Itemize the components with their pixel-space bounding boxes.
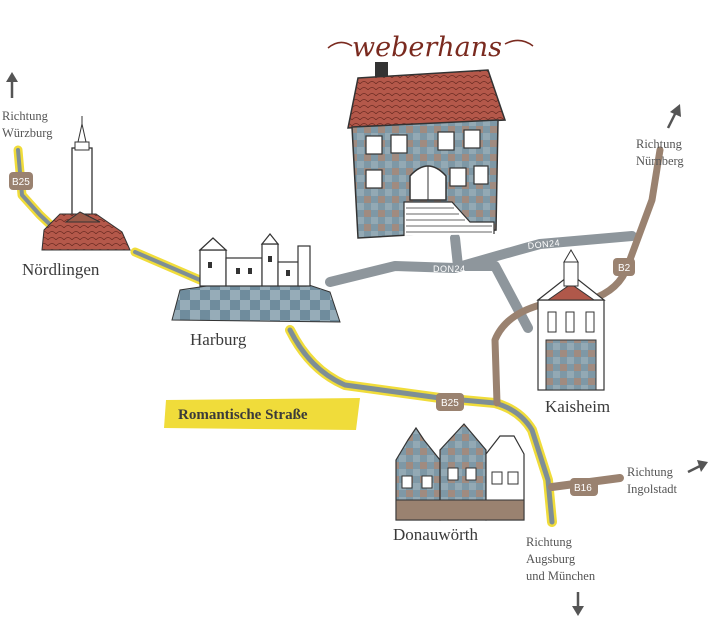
svg-text:Augsburg: Augsburg: [526, 552, 576, 566]
direction-wuerzburg: Richtung Würzburg: [2, 109, 53, 140]
shield-b16: B16: [570, 478, 598, 496]
svg-text:und München: und München: [526, 569, 596, 583]
town-label-noerdlingen: Nördlingen: [22, 260, 100, 279]
direction-augsburg-muenchen: Richtung Augsburg und München: [526, 535, 596, 583]
svg-text:Ingolstadt: Ingolstadt: [627, 482, 678, 496]
shield-b2: B2: [613, 258, 635, 276]
noerdlingen-illustration: [41, 116, 131, 251]
shield-b25-mid: B25: [436, 393, 464, 411]
svg-text:B16: B16: [574, 483, 592, 494]
town-label-kaisheim: Kaisheim: [545, 397, 610, 416]
brand-logo: weberhans: [327, 32, 534, 63]
svg-text:weberhans: weberhans: [352, 32, 502, 63]
donauwoerth-illustration: [395, 423, 525, 521]
direction-ingolstadt: Richtung Ingolstadt: [627, 465, 678, 496]
road-don24: [325, 231, 637, 333]
svg-text:Richtung: Richtung: [526, 535, 573, 549]
road-label-don24-b: DON24: [433, 264, 466, 274]
arrow-up-icon: [6, 72, 18, 98]
romantic-road-badge: Romantische Straße: [164, 398, 360, 430]
shield-b25-top: B25: [9, 172, 33, 190]
svg-text:B2: B2: [618, 263, 631, 274]
svg-text:Richtung: Richtung: [627, 465, 674, 479]
arrow-right-icon: [687, 460, 708, 474]
romantic-road-label: Romantische Straße: [178, 407, 308, 423]
harburg-illustration: [171, 233, 341, 323]
svg-text:B25: B25: [441, 398, 459, 409]
town-label-harburg: Harburg: [190, 330, 247, 349]
town-label-donauwoerth: Donauwörth: [393, 525, 478, 544]
svg-text:Würzburg: Würzburg: [2, 126, 53, 140]
arrow-down-icon: [572, 592, 584, 616]
kaisheim-illustration: [536, 249, 606, 391]
road-label-don24-c: DON24: [527, 238, 560, 251]
svg-text:Nürnberg: Nürnberg: [636, 154, 684, 168]
arrow-up-right-icon: [666, 104, 681, 129]
svg-text:Richtung: Richtung: [2, 109, 49, 123]
svg-text:Richtung: Richtung: [636, 137, 683, 151]
svg-text:B25: B25: [12, 177, 30, 188]
weberhans-house-illustration: [347, 62, 507, 239]
direction-nuernberg: Richtung Nürnberg: [636, 137, 684, 168]
